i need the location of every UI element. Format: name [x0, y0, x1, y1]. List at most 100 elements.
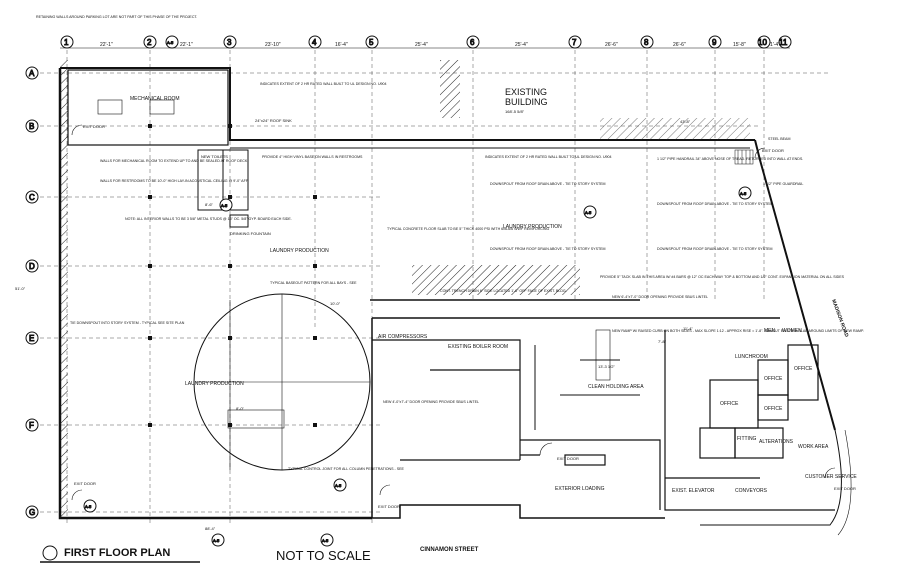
dim-43: 43'-8" — [680, 119, 691, 124]
svg-text:15'-8": 15'-8" — [733, 42, 746, 48]
exit-door-labels: EXIT DOOR EXIT DOOR EXIT DOOR EXIT DOOR … — [74, 124, 856, 509]
grid-col-6: 6 — [466, 35, 480, 49]
note-control-joint: TYPICAL CONTROL JOINT FOR ALL COLUMN PEN… — [288, 467, 404, 471]
svg-text:7: 7 — [572, 38, 577, 47]
svg-text:G: G — [29, 508, 35, 517]
ne-stair — [734, 149, 754, 165]
dim-8: 8'-0" — [236, 406, 245, 411]
note-downspout-2: DOWNSPOUT FROM ROOF DRAIN ABOVE - TIE TO… — [490, 247, 606, 251]
dim-51: 51'-0" — [15, 286, 26, 291]
annotations: RETAINING WALLS AROUND PARKING LOT ARE N… — [36, 15, 864, 471]
conveyors-label: CONVEYORS — [735, 488, 768, 494]
production-bay-lines — [195, 294, 370, 470]
note-interior-walls: NOTE: ALL INTERIOR WALLS TO BE 3 5/8" ME… — [125, 217, 292, 221]
note-guardrail: 1 1/2" PIPE GUARDRAIL — [763, 182, 803, 186]
grid-col-7: 7 — [568, 35, 582, 49]
section-marker-6: A-5 — [83, 499, 97, 513]
svg-text:C: C — [29, 193, 35, 202]
women-label: WOMEN — [782, 328, 802, 334]
exit-door-label-2: EXIT DOOR — [74, 481, 96, 486]
boiler-room-label: EXISTING BOILER ROOM — [448, 344, 508, 350]
note-walls-mech: WALLS FOR MECHANICAL ROOM TO EXTEND UP T… — [100, 159, 248, 163]
grid-row-c: C — [25, 190, 39, 204]
svg-text:A-5: A-5 — [167, 40, 174, 45]
svg-text:25'-4": 25'-4" — [415, 42, 428, 48]
new-toilets-label: NEW TOILETS — [201, 154, 228, 159]
interior-dimensions: 168'-5 5/8" 43'-8" 88'-4" 8'-6" 10'-0" 8… — [15, 109, 693, 531]
grid-col-11: 11 — [778, 35, 792, 49]
svg-text:A-5: A-5 — [740, 191, 747, 196]
street-label: CINNAMON STREET — [420, 547, 479, 553]
grid-col-1: 1 — [60, 35, 74, 49]
exit-door-label-6: EXIT DOOR — [834, 486, 856, 491]
ramp — [595, 329, 611, 381]
note-downspout-3: DOWNSPOUT FROM ROOF DRAIN ABOVE - TIE TO… — [657, 202, 773, 206]
title-block: FIRST FLOOR PLAN NOT TO SCALE — [40, 545, 371, 563]
note-new-ramp: NEW RAMP W/ RAISED CURB ON BOTH SIDES - … — [612, 329, 864, 333]
laundry-production-label-1: LAUNDRY PRODUCTION — [270, 248, 329, 254]
existing-building-label-2: BUILDING — [505, 97, 548, 107]
note-vinyl-base: PROVIDE 4" HIGH VINYL BASE ON WALLS IN R… — [262, 155, 363, 159]
note-concrete-slab: TYPICAL CONCRETE FLOOR SLAB TO BE 5" THI… — [387, 227, 550, 231]
svg-text:1: 1 — [64, 38, 69, 47]
note-retaining-walls: RETAINING WALLS AROUND PARKING LOT ARE N… — [36, 15, 197, 19]
svg-text:22'-1": 22'-1" — [100, 42, 113, 48]
note-handrail: 1 1/2" PIPE HANDRAIL 34" ABOVE NOSE OF T… — [657, 157, 803, 161]
section-marker-2: A-5 — [219, 198, 233, 212]
grid-col-4: 4 — [308, 35, 322, 49]
curb-curve — [837, 429, 852, 536]
note-door-opening-1: NEW 6'-4"x7'-0" DOOR OPENING PROVIDE SBU… — [612, 295, 708, 299]
exterior-loading-label: EXTERIOR LOADING — [555, 486, 605, 492]
grid-row-d: D — [25, 259, 39, 273]
section-marker-5: A-5 — [333, 478, 347, 492]
svg-text:10: 10 — [758, 38, 767, 47]
svg-text:A-5: A-5 — [322, 538, 329, 543]
svg-text:A-5: A-5 — [85, 504, 92, 509]
grid-row-bubbles: A B C D E F G — [25, 66, 39, 519]
svg-text:23'-10": 23'-10" — [265, 42, 281, 48]
grid-col-10: 10 — [757, 35, 771, 49]
office-label-2: OFFICE — [720, 401, 739, 407]
svg-text:A: A — [29, 69, 35, 78]
office-label-4: OFFICE — [794, 366, 813, 372]
mechanical-room: MECHANICAL ROOM — [67, 69, 229, 146]
exist-elevator-label: EXIST. ELEVATOR — [672, 488, 715, 494]
svg-text:3: 3 — [227, 38, 232, 47]
svg-text:A-5: A-5 — [221, 203, 228, 208]
note-door-opening-2: NEW 4'-0"x7'-4" DOOR OPENING PROVIDE SBU… — [383, 400, 479, 404]
office-area-walls — [664, 330, 835, 511]
svg-text:B: B — [29, 122, 34, 131]
svg-text:A-5: A-5 — [335, 483, 342, 488]
exit-door-label-1: EXIT DOOR — [83, 124, 105, 129]
svg-text:MECHANICAL ROOM: MECHANICAL ROOM — [130, 96, 180, 102]
note-walls-restroom: WALLS FOR RESTROOMS TO BE 10'-0" HIGH LA… — [100, 179, 249, 183]
scale-note: NOT TO SCALE — [276, 548, 371, 563]
roof-sink-label: 24"x24" ROOF SINK — [255, 118, 292, 123]
svg-text:2: 2 — [147, 38, 152, 47]
top-dimensions: 22'-1" 22'-1" 23'-10" 16'-4" 25'-4" 25'-… — [60, 42, 790, 49]
note-rated-wall-2: INDICATES EXTENT OF 2 HR RATED WALL BUIL… — [485, 155, 612, 159]
work-area-label: WORK AREA — [798, 444, 829, 450]
svg-text:1'-4": 1'-4" — [770, 42, 780, 48]
section-markers: A-5 A-5 A-5 A-5 A-5 A-5 A-5 A-5 — [83, 35, 752, 547]
section-marker-4: A-5 — [738, 186, 752, 200]
svg-text:26'-6": 26'-6" — [605, 42, 618, 48]
dim-8-6: 8'-6" — [205, 202, 214, 207]
existing-building-hatch-west — [440, 60, 460, 118]
svg-text:6: 6 — [470, 38, 475, 47]
fitting-label: FITTING — [737, 436, 757, 442]
grid-col-5: 5 — [365, 35, 379, 49]
svg-text:D: D — [29, 262, 35, 271]
svg-text:16'-4": 16'-4" — [335, 42, 348, 48]
existing-building-label-1: EXISTING — [505, 87, 547, 97]
note-baseout: TYPICAL BASEOUT PATTERN FOR ALL BAYS - S… — [270, 281, 357, 285]
svg-text:F: F — [29, 421, 34, 430]
dim-10: 10'-0" — [330, 301, 341, 306]
office-label-3: OFFICE — [764, 406, 783, 412]
grid-row-b: B — [25, 119, 39, 133]
dim-88: 88'-4" — [205, 526, 216, 531]
note-downspout-4: DOWNSPOUT FROM ROOF DRAIN ABOVE - TIE TO… — [657, 247, 773, 251]
svg-text:E: E — [29, 334, 34, 343]
svg-text:5: 5 — [369, 38, 374, 47]
customer-service-label: CUSTOMER SERVICE — [805, 474, 857, 480]
